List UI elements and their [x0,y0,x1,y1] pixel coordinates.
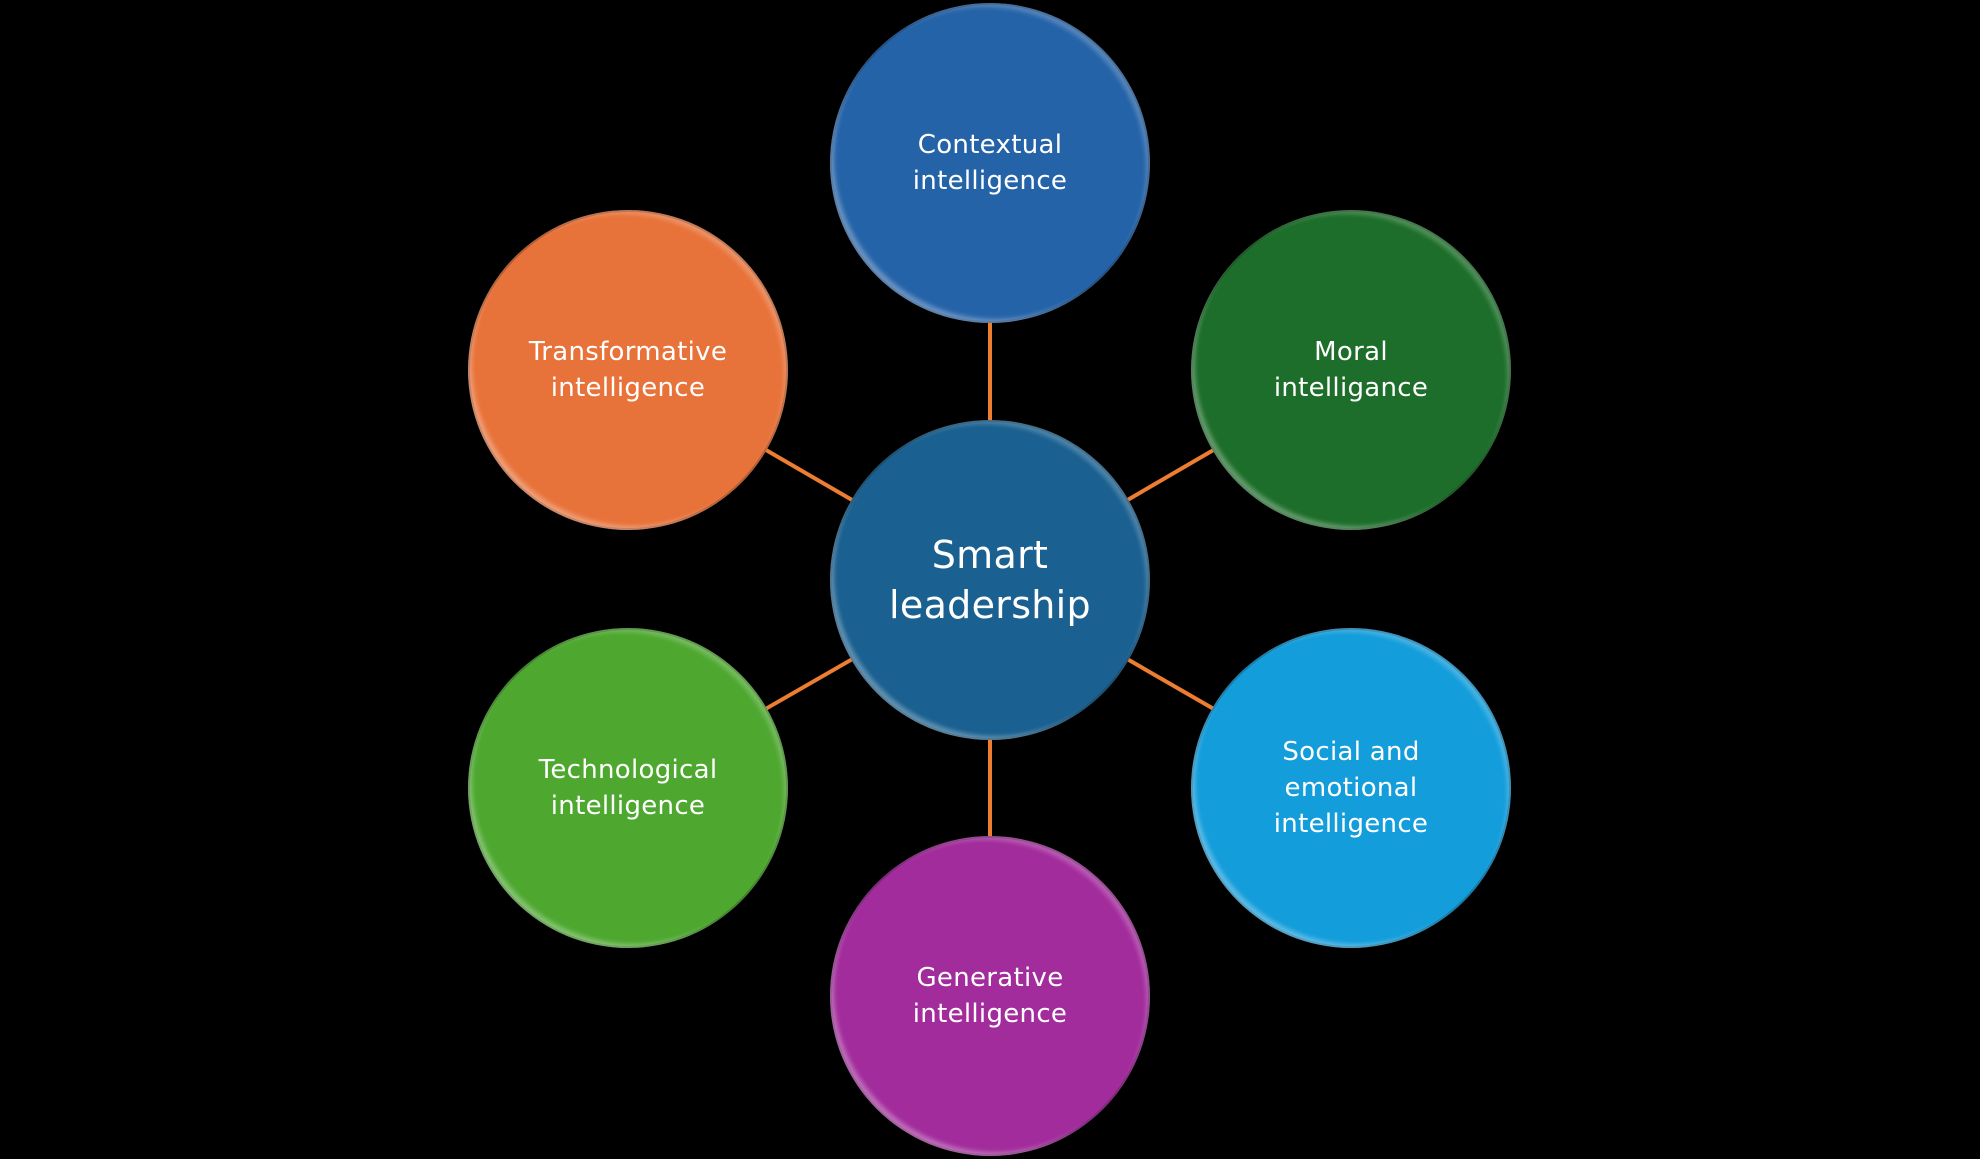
node-label: Technological intelligence [538,755,718,821]
node-smart-leadership: Smart leadership [830,420,1150,740]
node-contextual-intelligence: Contextual intelligence [830,3,1150,323]
center-label: Smart leadership [889,533,1091,627]
node-technological-intelligence: Technological intelligence [468,628,788,948]
node-label: Transformative intelligence [528,337,728,403]
node-label: Contextual intelligence [912,130,1068,196]
node-moral-intelligence: Moral intelligance [1191,210,1511,530]
node-transformative-intelligence: Transformative intelligence [468,210,788,530]
node-label: Moral intelligance [1273,337,1429,403]
node-generative-intelligence: Generative intelligence [830,836,1150,1156]
node-label: Social and emotional intelligence [1273,737,1429,839]
node-label: Generative intelligence [912,963,1068,1029]
node-social-emotional-intelligence: Social and emotional intelligence [1191,628,1511,948]
